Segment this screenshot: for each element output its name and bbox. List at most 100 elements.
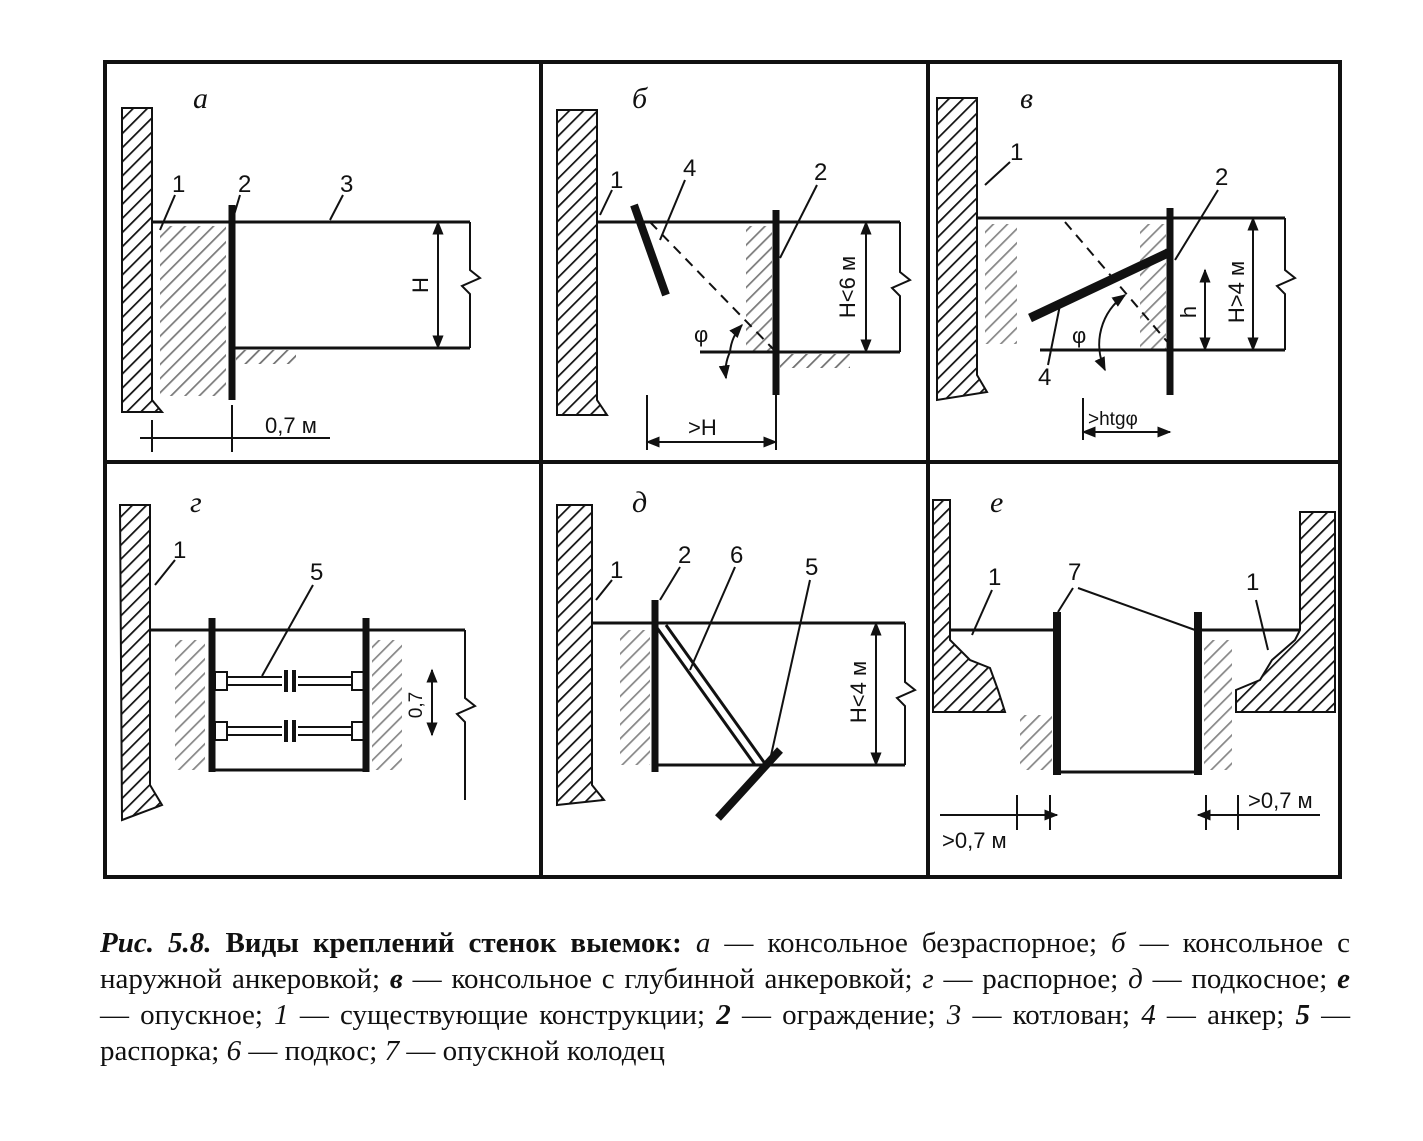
soil-hatch-v	[985, 224, 1017, 344]
caption-key-1: 1	[274, 999, 289, 1031]
panel-b: б φ H<6 м >H 1 4 2	[556, 82, 912, 450]
leader-2-v	[1174, 189, 1219, 261]
leader-2-d	[659, 566, 681, 601]
existing-structure-g	[118, 504, 164, 822]
label-1-e-left: 1	[988, 564, 1001, 591]
anchor-v	[1028, 247, 1172, 323]
caption-key-7: 7	[384, 1035, 400, 1067]
leader-3-a	[329, 194, 344, 221]
label-1-b: 1	[610, 167, 623, 194]
dim-label-offset-v: >htgφ	[1088, 409, 1138, 430]
anchor-b	[630, 203, 670, 297]
caption-key-5: 5	[1295, 999, 1310, 1031]
leader-1-d	[595, 579, 613, 601]
label-5-g: 5	[310, 559, 323, 586]
label-4-v: 4	[1038, 364, 1051, 391]
label-2-v: 2	[1215, 164, 1228, 191]
anchor-tie-v	[1064, 221, 1171, 346]
label-phi-b: φ	[694, 322, 708, 347]
label-2-d: 2	[678, 542, 691, 569]
label-1-g: 1	[173, 537, 186, 564]
dim-label-h-v: h	[1176, 306, 1201, 318]
brace-d-b	[664, 624, 768, 766]
existing-structure-e-left	[932, 499, 1007, 713]
break-mark-b	[890, 222, 912, 352]
caption-text-g: — распорное;	[943, 963, 1119, 995]
bottom-hatch-b	[780, 354, 850, 368]
label-1-e-right: 1	[1246, 569, 1259, 596]
dim-label-H-b: H<6 м	[835, 256, 860, 318]
angle-arc-b	[729, 323, 743, 353]
caption-text-6: — подкос;	[248, 1035, 378, 1067]
label-6-d: 6	[730, 542, 743, 569]
soil-hatch-b	[746, 226, 772, 352]
existing-structure-b	[556, 109, 609, 416]
angle-arc-v	[1094, 294, 1127, 372]
leader-5-g	[261, 584, 314, 677]
panel-e: е 1 7 1 >0,7 м >0,7 м	[932, 486, 1336, 853]
caption-text-a: — консольное безраспорное;	[724, 927, 1098, 959]
dim-label-offset-b: >H	[688, 415, 717, 440]
panel-letter-b: б	[632, 82, 648, 115]
dim-label-H-v: H>4 м	[1224, 261, 1249, 323]
leader-2-b	[779, 184, 818, 259]
caption-key-d: д	[1128, 963, 1143, 995]
label-phi-v: φ	[1072, 323, 1086, 348]
strut-lower-g	[214, 720, 365, 742]
caption-key-6: 6	[226, 1035, 242, 1067]
label-5-d: 5	[805, 554, 818, 581]
leader-1-g	[154, 559, 176, 586]
leader-1-e-left	[971, 589, 993, 636]
existing-structure-d	[556, 504, 606, 807]
panel-letter-g: г	[190, 486, 202, 519]
brace-foot-d	[715, 747, 783, 821]
figure-frame	[103, 60, 1342, 879]
label-1-a: 1	[172, 171, 185, 198]
leader-1-a	[159, 194, 176, 231]
caption-key-e: е	[1337, 963, 1351, 995]
existing-structure-a	[121, 107, 165, 413]
caption-figure-number: Рис. 5.8.	[100, 927, 212, 959]
soil-hatch-e-right	[1204, 640, 1232, 770]
caption-key-3: 3	[946, 999, 962, 1031]
caption-text-2: — ограждение;	[741, 999, 936, 1031]
caption-text-1: — существующие конструкции;	[299, 999, 706, 1031]
leader-4-v	[1047, 304, 1061, 366]
panel-letter-e: е	[990, 486, 1003, 519]
panel-letter-v: в	[1020, 82, 1033, 115]
caption-text-5: — распорка;	[100, 999, 1351, 1067]
label-2-a: 2	[238, 171, 251, 198]
soil-hatch-d	[620, 630, 650, 765]
dim-label-H-d: H<4 м	[846, 661, 871, 723]
caption-title: Виды креплений стенок выемок:	[225, 927, 682, 959]
caption-key-v: в	[389, 963, 403, 995]
bottom-hatch-a	[236, 350, 296, 364]
leader-1-e-right	[1255, 599, 1269, 651]
panel-g: г 0,7	[118, 486, 477, 822]
caption-key-4: 4	[1141, 999, 1156, 1031]
soil-hatch-e-left	[1020, 715, 1052, 770]
panel-d: д H<4 м 1 2 6 5	[556, 486, 917, 821]
label-3-a: 3	[340, 171, 353, 198]
panel-a: а H 0,7 м 1 2 3	[121, 82, 482, 452]
panel-v: в φ h H>4 м >htgφ 1 2 4	[936, 82, 1297, 440]
existing-structure-v	[936, 97, 989, 402]
caption-text-d: — подкосное;	[1152, 963, 1328, 995]
caption-text-4: — анкер;	[1166, 999, 1285, 1031]
caption-key-b: б	[1111, 927, 1126, 959]
panel-letter-d: д	[632, 486, 647, 519]
leader-7-e-right	[1077, 587, 1196, 631]
brace-d-a	[653, 624, 757, 766]
soil-hatch-a	[160, 226, 226, 396]
figure-diagram: а H 0,7 м 1 2 3 б φ H<6 м	[103, 60, 1342, 879]
leader-4-b	[659, 179, 686, 241]
leader-7-e-left	[1057, 587, 1074, 613]
caption-text-e: — опускное;	[100, 999, 263, 1031]
break-mark-v	[1275, 218, 1297, 350]
dim-label-spacing-g: 0,7	[406, 692, 427, 718]
caption-key-g: г	[922, 963, 934, 995]
dim-label-H-a: H	[408, 277, 433, 293]
caption-text-3: — котлован;	[972, 999, 1131, 1031]
soil-hatch-g	[175, 640, 205, 770]
caption-text-b: — консольное с наружной анкеровкой;	[100, 927, 1351, 995]
